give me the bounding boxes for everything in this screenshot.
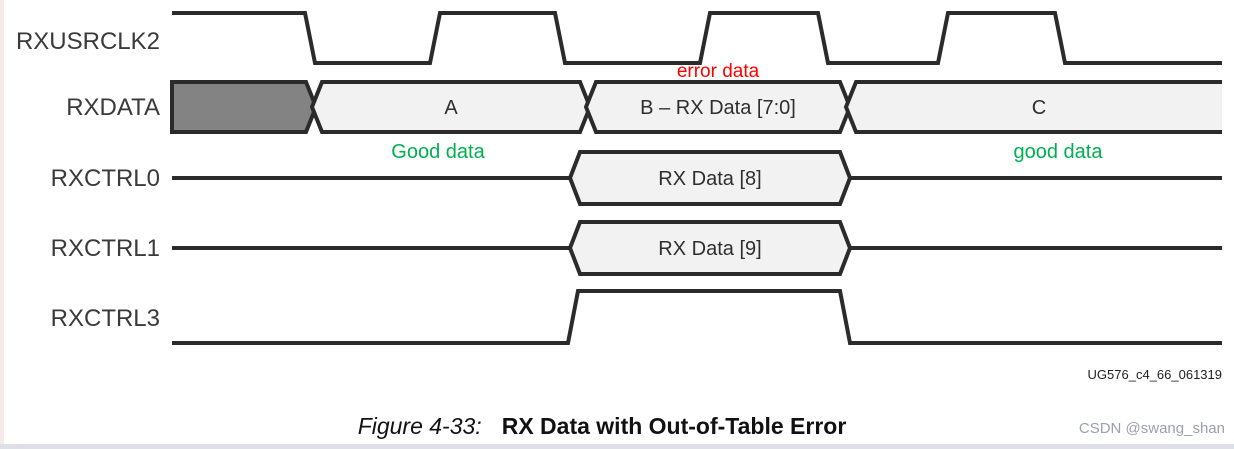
rxdata-value-c: C bbox=[1032, 97, 1046, 119]
rxdata-value-b: B – RX Data [7:0] bbox=[640, 97, 796, 119]
signal-label-rxctrl3: RXCTRL3 bbox=[51, 305, 160, 332]
rxdata-bubble-c-fill bbox=[846, 82, 1222, 132]
rxctrl3-waveform bbox=[172, 289, 1222, 345]
figure-number: Figure 4-33: bbox=[357, 413, 482, 439]
rxctrl1-value: RX Data [9] bbox=[658, 238, 761, 260]
figure-title: RX Data with Out-of-Table Error bbox=[501, 413, 847, 439]
rxctrl0-value: RX Data [8] bbox=[658, 168, 761, 190]
signal-label-rxusrclk2: RXUSRCLK2 bbox=[16, 28, 160, 55]
annotation-error-data: error data bbox=[677, 61, 760, 82]
rxdata-value-a: A bbox=[444, 97, 458, 119]
signal-label-rxctrl1: RXCTRL1 bbox=[51, 235, 160, 262]
annotation-good-data-a: Good data bbox=[391, 141, 485, 163]
annotation-good-data-c: good data bbox=[1014, 141, 1104, 163]
rxdata-bubble-c-outline bbox=[843, 80, 1222, 134]
figure-caption: Figure 4-33: RX Data with Out-of-Table Er… bbox=[0, 413, 1204, 440]
page-left-border bbox=[0, 0, 4, 449]
rxdata-undefined-bubble bbox=[170, 80, 319, 134]
page-bottom-border bbox=[0, 444, 1234, 449]
signal-label-rxctrl0: RXCTRL0 bbox=[51, 165, 160, 192]
figure-code: UG576_c4_66_061319 bbox=[1088, 367, 1222, 382]
rxusrclk2-waveform bbox=[172, 11, 1222, 65]
signal-label-rxdata: RXDATA bbox=[66, 94, 160, 121]
csdn-watermark: CSDN @swang_shan bbox=[1078, 420, 1225, 437]
